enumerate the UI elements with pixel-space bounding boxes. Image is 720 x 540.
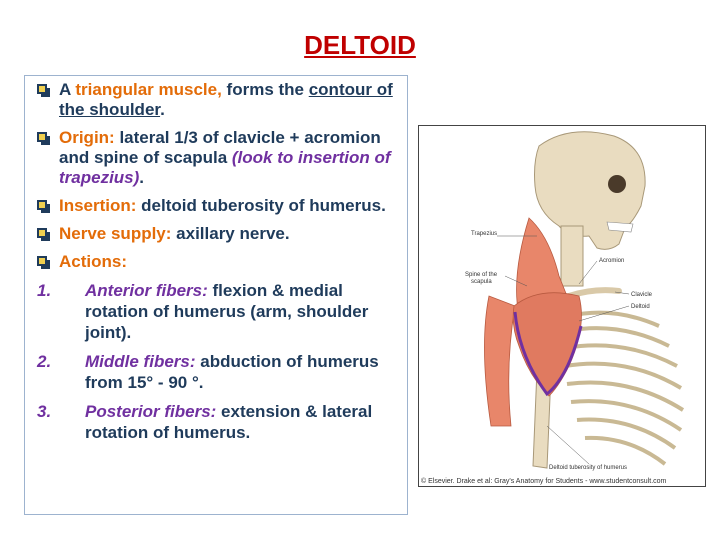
origin-note: (look to insertion of trapezius)	[59, 148, 391, 187]
bullet-origin: Origin: lateral 1/3 of clavicle + acromi…	[35, 128, 397, 188]
page-title: DELTOID	[304, 30, 416, 60]
leader-lines	[497, 235, 630, 465]
nerve-label: Nerve supply:	[59, 224, 172, 243]
eye-socket-icon	[608, 175, 626, 193]
ribcage-icon	[564, 310, 685, 466]
label-clavicle: Clavicle	[631, 292, 653, 298]
insertion-label: Insertion:	[59, 196, 137, 215]
label-spine-2: scapula	[471, 279, 492, 285]
teeth-icon	[606, 221, 634, 233]
content-textbox: A triangular muscle, forms the contour o…	[24, 75, 408, 515]
label-deltoid: Deltoid	[631, 304, 650, 310]
skull-icon	[534, 131, 646, 250]
bullet-insertion: Insertion: deltoid tuberosity of humerus…	[35, 196, 397, 216]
checkbox-bullet-icon	[37, 84, 50, 97]
deltoid-illustration: Trapezius Spine of the scapula Acromion …	[465, 131, 685, 471]
back-muscle-icon	[484, 295, 516, 427]
bullet-nerve: Nerve supply: axillary nerve.	[35, 224, 397, 244]
actions-label: Actions:	[59, 252, 127, 271]
action-item-anterior: 1. Anterior fibers: flexion & medial rot…	[37, 281, 369, 342]
label-trapezius: Trapezius	[471, 231, 497, 237]
label-spine-1: Spine of the	[465, 272, 498, 278]
origin-label: Origin:	[59, 128, 115, 147]
action-item-middle: 2. Middle fibers: abduction of humerus f…	[37, 352, 379, 392]
anatomy-figure: Trapezius Spine of the scapula Acromion …	[418, 125, 706, 487]
checkbox-bullet-icon	[37, 228, 50, 241]
action-item-posterior: 3. Posterior fibers: extension & lateral…	[37, 402, 373, 442]
checkbox-bullet-icon	[37, 200, 50, 213]
checkbox-bullet-icon	[37, 132, 50, 145]
deltoid-muscle-icon	[512, 292, 582, 397]
deltoid-outline-icon	[513, 311, 583, 397]
checkbox-bullet-icon	[37, 256, 50, 269]
highlight-triangular: triangular muscle,	[75, 80, 222, 99]
label-tuberosity: Deltoid tuberosity of humerus	[549, 465, 627, 471]
bullet-description: A triangular muscle, forms the contour o…	[35, 80, 397, 120]
highlight-contour: contour of the shoulder	[59, 80, 393, 119]
label-acromion: Acromion	[599, 258, 624, 264]
figure-credit: © Elsevier. Drake et al: Gray's Anatomy …	[421, 478, 667, 485]
cervical-spine-icon	[560, 225, 584, 287]
bullet-actions: Actions:	[35, 252, 397, 272]
